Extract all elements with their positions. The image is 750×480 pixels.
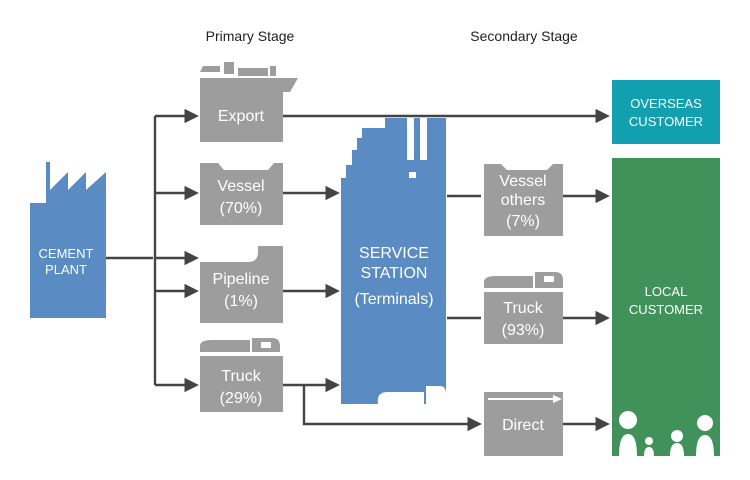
plant-label-line2: PLANT — [45, 262, 87, 277]
truck-share: (29%) — [220, 390, 263, 407]
secondary-truck-tank-icon — [484, 276, 533, 288]
arrow-truck-to-direct — [302, 385, 482, 432]
truck-label: Truck — [221, 368, 261, 385]
service-station-node: SERVICE STATION (Terminals) — [341, 118, 446, 404]
overseas-label-line2: CUSTOMER — [629, 114, 703, 129]
export-node: Export — [200, 62, 298, 142]
primary-stage-heading: Primary Stage — [206, 28, 295, 44]
pipeline-label: Pipeline — [213, 271, 270, 288]
direct-label: Direct — [502, 417, 544, 434]
export-label: Export — [218, 108, 265, 125]
truck-tank-icon — [200, 340, 250, 352]
vessel-others-node: Vessel others (7%) — [484, 164, 563, 236]
terminal-silo-icon — [341, 118, 446, 404]
vessel-others-share: (7%) — [506, 213, 540, 230]
pipeline-node: Pipeline (1%) — [200, 246, 283, 323]
station-label-line1: SERVICE — [359, 245, 429, 262]
secondary-stage-heading: Secondary Stage — [470, 28, 578, 44]
terminal-truck-icon — [377, 392, 424, 404]
direct-node: Direct — [484, 392, 563, 456]
people-icon — [619, 411, 714, 456]
connector-lines — [106, 108, 610, 432]
secondary-truck-share: (93%) — [502, 322, 545, 339]
vessel-others-line2: others — [501, 192, 545, 209]
station-label-line2: STATION — [361, 265, 428, 282]
local-customer-node: LOCAL CUSTOMER — [612, 158, 720, 456]
secondary-truck-label: Truck — [503, 300, 543, 317]
pipe-icon — [200, 246, 283, 323]
vessel-others-line1: Vessel — [499, 173, 546, 190]
secondary-truck-node: Truck (93%) — [484, 272, 563, 344]
factory-icon — [30, 162, 106, 318]
overseas-label-line1: OVERSEAS — [630, 96, 702, 111]
local-label-line1: LOCAL — [645, 284, 688, 299]
ship-icon — [200, 66, 220, 72]
plant-label-line1: CEMENT — [39, 246, 94, 261]
vessel-label: Vessel — [217, 178, 264, 195]
vessel-share: (70%) — [220, 200, 263, 217]
pipeline-share: (1%) — [224, 293, 258, 310]
overseas-customer-node: OVERSEAS CUSTOMER — [612, 80, 720, 144]
cement-plant-node: CEMENT PLANT — [30, 162, 106, 318]
station-label-line3: (Terminals) — [354, 291, 433, 308]
vessel-node: Vessel (70%) — [200, 163, 283, 225]
local-label-line2: CUSTOMER — [629, 302, 703, 317]
truck-node: Truck (29%) — [200, 338, 283, 412]
